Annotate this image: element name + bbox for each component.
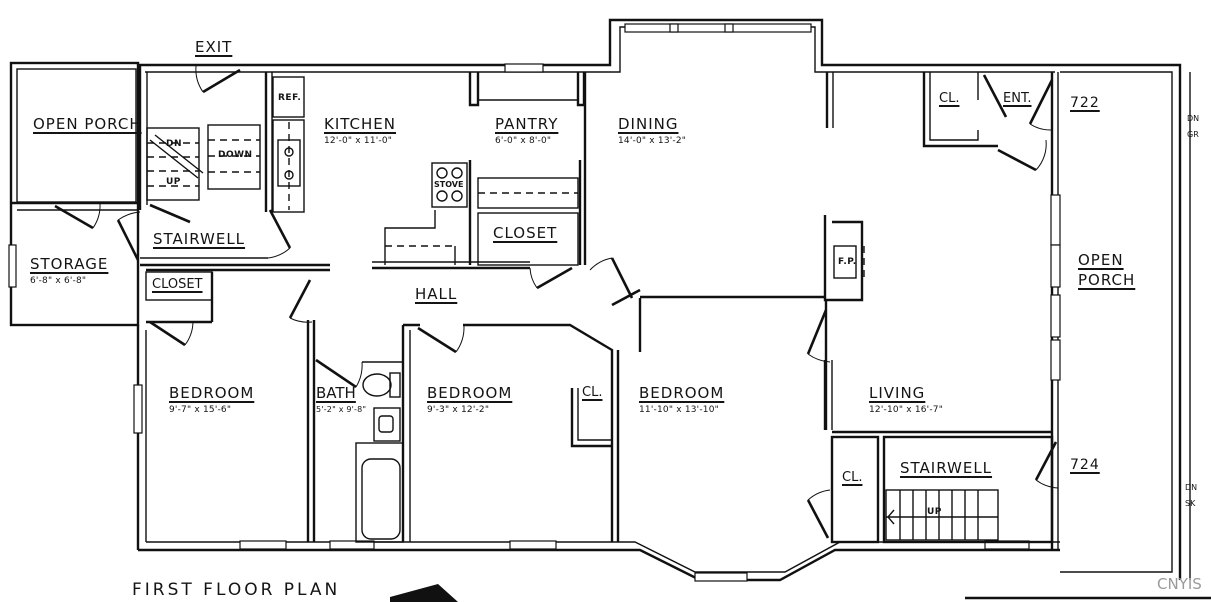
room-dimensions: 5'-2" x 9'-8" xyxy=(316,405,367,414)
stair-up-east-label: UP xyxy=(927,507,942,517)
step-south-dn-label: DN xyxy=(1185,483,1198,492)
watermark: CNYIS xyxy=(1157,575,1202,593)
step-south-sk-label: SK xyxy=(1185,499,1196,508)
room-dimensions: 6'-8" x 6'-8" xyxy=(30,276,87,286)
room-bath: BATH 5'-2" x 9'-8" xyxy=(316,386,366,414)
room-dimensions: 9'-3" x 12'-2" xyxy=(427,405,490,415)
room-closet-entry: CL. xyxy=(939,92,959,105)
dining-living-walls xyxy=(583,72,1061,550)
room-closet-bed2: CL. xyxy=(582,386,602,399)
bedroom-1-walls xyxy=(145,268,330,542)
room-entry: ENT. xyxy=(1003,92,1031,105)
stairwell-west-walls xyxy=(116,65,330,267)
room-name: CLOSET xyxy=(152,277,203,292)
stove-label: STOVE xyxy=(434,180,464,189)
room-dimensions: 14'-0" x 13'-2" xyxy=(618,136,687,146)
room-dimensions: 11'-10" x 13'-10" xyxy=(639,405,719,415)
room-dimensions: 12'-10" x 16'-7" xyxy=(869,405,944,415)
west-porch-walls xyxy=(8,61,140,327)
room-name: STAIRWELL xyxy=(153,230,246,248)
step-north-dn-label: DN xyxy=(1187,114,1200,123)
room-closet-living: CL. xyxy=(842,471,862,484)
fireplace-icon xyxy=(833,245,857,279)
room-name: ENT. xyxy=(1003,91,1032,106)
room-name: STAIRWELL xyxy=(900,459,993,477)
room-name: BEDROOM xyxy=(169,384,255,402)
stair-up-west-label: UP xyxy=(166,177,181,187)
room-name: BEDROOM xyxy=(427,384,513,402)
kitchen-fixtures xyxy=(272,76,530,270)
room-dimensions: 9'-7" x 15'-6" xyxy=(169,405,232,415)
unit-number-724: 724 xyxy=(1070,457,1100,473)
unit-number-722: 722 xyxy=(1070,95,1100,111)
room-pantry: PANTRY 6'-0" x 8'-0" xyxy=(495,117,558,146)
room-open-porch-west: OPEN PORCH xyxy=(33,117,142,132)
room-name: CLOSET xyxy=(493,224,558,242)
room-name: CL. xyxy=(842,470,863,485)
room-name: CL. xyxy=(939,91,960,106)
bath-walls xyxy=(312,320,405,543)
bedroom-2-walls xyxy=(403,323,614,542)
room-name: BEDROOM xyxy=(639,384,725,402)
pantry-walls xyxy=(468,63,586,290)
exit-label: EXIT xyxy=(195,38,233,56)
fireplace-label: F.P. xyxy=(838,257,857,267)
entry-walls xyxy=(922,72,1054,172)
room-dining: DINING 14'-0" x 13'-2" xyxy=(618,117,686,146)
stair-dn-label: DN xyxy=(166,139,183,149)
room-bedroom-1: BEDROOM 9'-7" x 15'-6" xyxy=(169,386,254,415)
room-dimensions: 6'-0" x 8'-0" xyxy=(495,136,552,146)
sink-icon xyxy=(373,407,401,442)
room-closet-west: CLOSET xyxy=(152,278,203,291)
room-name: STORAGE xyxy=(30,255,109,273)
bedroom-3-walls xyxy=(611,288,827,542)
room-name: BATH xyxy=(316,384,356,402)
step-north-gr-label: GR xyxy=(1187,130,1199,139)
refrigerator-icon xyxy=(272,76,305,118)
refrigerator-label: REF. xyxy=(278,93,302,103)
stove-icon xyxy=(431,162,468,208)
room-name: LIVING xyxy=(869,384,926,402)
room-name: OPEN PORCH xyxy=(33,115,142,133)
stairwell-east-walls xyxy=(806,435,1059,544)
room-name: HALL xyxy=(415,285,458,303)
room-name: OPEN PORCH xyxy=(1078,251,1136,289)
room-living: LIVING 12'-10" x 16'-7" xyxy=(869,386,943,415)
room-name: CL. xyxy=(582,385,603,400)
toilet-icon xyxy=(362,373,392,397)
room-open-porch-east: OPEN PORCH xyxy=(1078,250,1148,290)
bathtub-icon xyxy=(361,458,401,540)
room-bedroom-2: BEDROOM 9'-3" x 12'-2" xyxy=(427,386,512,415)
north-arrow-icon xyxy=(390,584,458,602)
room-bedroom-3: BEDROOM 11'-10" x 13'-10" xyxy=(639,386,724,415)
storage-door xyxy=(54,202,101,230)
room-hall: HALL xyxy=(415,287,457,302)
room-closet-hall: CLOSET xyxy=(493,226,557,241)
room-name: KITCHEN xyxy=(324,115,396,133)
plan-title: FIRST FLOOR PLAN xyxy=(132,580,341,600)
stair-down-label: DOWN xyxy=(218,150,253,160)
room-kitchen: KITCHEN 12'-0" x 11'-0" xyxy=(324,117,396,146)
room-dimensions: 12'-0" x 11'-0" xyxy=(324,136,393,146)
room-stairwell-west: STAIRWELL xyxy=(153,232,245,247)
room-name: DINING xyxy=(618,115,679,133)
room-name: PANTRY xyxy=(495,115,559,133)
room-stairwell-east: STAIRWELL xyxy=(900,461,992,476)
room-storage: STORAGE 6'-8" x 6'-8" xyxy=(30,257,108,286)
exterior-walls xyxy=(133,18,1211,600)
